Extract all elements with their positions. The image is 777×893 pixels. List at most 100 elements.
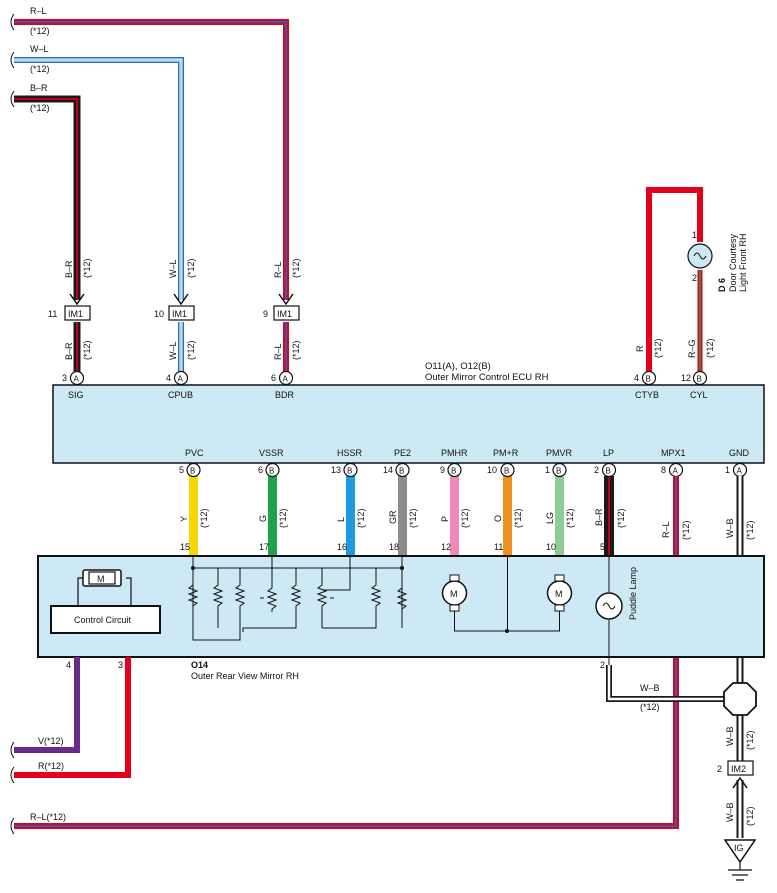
motor-icon: M bbox=[77, 569, 132, 606]
svg-text:(*12): (*12) bbox=[513, 508, 523, 528]
mirror-pin-3: 3 bbox=[118, 660, 123, 670]
mirror-pin-2: 2 bbox=[600, 660, 605, 670]
svg-text:(*12): (*12) bbox=[408, 508, 418, 528]
wire-label-wb: W–B bbox=[725, 802, 735, 822]
wire-note-wl-top: (*12) bbox=[30, 64, 50, 74]
splice-icon bbox=[723, 682, 757, 716]
ecu-wire-labels: Y (*12) G (*12) L (*12) GR (*12) P (*12)… bbox=[179, 508, 755, 540]
wire-label-r: R bbox=[635, 345, 645, 352]
wire-label-rl-bottom: R–L(*12) bbox=[30, 812, 66, 822]
svg-text:M: M bbox=[97, 574, 105, 584]
d6-name-2: Light Front RH bbox=[738, 233, 748, 292]
wire-pink bbox=[450, 476, 459, 556]
svg-text:G: G bbox=[258, 515, 268, 522]
svg-text:A: A bbox=[283, 375, 289, 384]
wire-note: (*12) bbox=[186, 258, 196, 278]
svg-text:IM1: IM1 bbox=[172, 309, 187, 319]
svg-text:A: A bbox=[673, 467, 679, 476]
svg-text:B: B bbox=[697, 375, 702, 384]
wire-orange bbox=[503, 476, 512, 556]
wire-note-br-top: (*12) bbox=[30, 103, 50, 113]
wire-note: (*12) bbox=[291, 340, 301, 360]
svg-text:Y: Y bbox=[179, 516, 189, 522]
ecu-id: O11(A), O12(B) bbox=[425, 361, 491, 372]
wire-label-red: R(*12) bbox=[38, 761, 64, 771]
ecu-name: Outer Mirror Control ECU RH bbox=[425, 372, 549, 383]
svg-text:(*12): (*12) bbox=[745, 520, 755, 540]
wire-note: (*12) bbox=[186, 340, 196, 360]
svg-text:2: 2 bbox=[594, 465, 599, 475]
arrow-icon bbox=[278, 293, 294, 306]
svg-text:5: 5 bbox=[600, 542, 605, 552]
svg-text:B: B bbox=[504, 467, 509, 476]
wire-label-rg: R–G bbox=[687, 339, 697, 358]
svg-text:1: 1 bbox=[545, 465, 550, 475]
wire-label-rl-top: R–L bbox=[30, 6, 47, 16]
mirror-id: O14 bbox=[191, 660, 208, 670]
svg-text:CTYB: CTYB bbox=[635, 390, 659, 400]
mirror-pin-4: 4 bbox=[66, 660, 71, 670]
wire-label-br-lower: B–R bbox=[64, 342, 74, 360]
ecu-top-pin: A 3 SIG bbox=[62, 370, 85, 400]
svg-text:14: 14 bbox=[383, 465, 393, 475]
wire-violet bbox=[14, 657, 80, 753]
connector-im1-9: IM1 9 bbox=[263, 305, 300, 321]
svg-text:IM2: IM2 bbox=[731, 764, 746, 774]
svg-text:BDR: BDR bbox=[275, 390, 295, 400]
motor-icon: M bbox=[546, 574, 573, 612]
svg-text:R–L: R–L bbox=[661, 521, 671, 538]
wire-break-mark bbox=[10, 741, 15, 759]
svg-text:4: 4 bbox=[166, 373, 171, 383]
d6-pin2: 2 bbox=[692, 273, 697, 283]
connector-im1-11: IM1 11 bbox=[48, 305, 91, 321]
puddle-lamp-label: Puddle Lamp bbox=[628, 567, 638, 620]
wire-br-top bbox=[14, 95, 81, 300]
svg-text:M: M bbox=[450, 589, 458, 599]
svg-text:5: 5 bbox=[179, 465, 184, 475]
wire-break-mark bbox=[10, 90, 15, 108]
svg-text:GND: GND bbox=[729, 448, 750, 458]
wire-break-mark bbox=[10, 51, 15, 69]
svg-text:13: 13 bbox=[331, 465, 341, 475]
ecu-top-pin: A 4 CPUB bbox=[166, 370, 193, 400]
wire-red bbox=[14, 657, 131, 778]
motor-icon: M bbox=[441, 574, 468, 612]
wire-note: (*12) bbox=[745, 806, 755, 826]
svg-text:LP: LP bbox=[603, 448, 614, 458]
svg-text:(*12): (*12) bbox=[681, 520, 691, 540]
svg-text:PMVR: PMVR bbox=[546, 448, 573, 458]
connector-im2: IM2 2 bbox=[717, 760, 754, 776]
arrow-icon bbox=[173, 293, 189, 306]
wire-label-rl-upper: R–L bbox=[273, 261, 283, 278]
mirror-pin-numbers: 15 17 16 18 12 11 10 5 bbox=[180, 542, 605, 552]
svg-text:PVC: PVC bbox=[185, 448, 204, 458]
wire-rl-top bbox=[14, 19, 289, 300]
svg-text:SIG: SIG bbox=[68, 390, 84, 400]
svg-text:10: 10 bbox=[154, 309, 164, 319]
wire-note-rl-top: (*12) bbox=[30, 26, 50, 36]
svg-text:11: 11 bbox=[494, 542, 503, 552]
svg-text:(*12): (*12) bbox=[278, 508, 288, 528]
wire-label-wb: W–B bbox=[725, 726, 735, 746]
svg-text:B–R: B–R bbox=[594, 508, 604, 526]
ecu-bottom-pins: B 5 PVC B 6 VSSR B 13 HSSR B 14 PE2 B 9 … bbox=[179, 448, 750, 478]
wire-wl-top bbox=[14, 57, 184, 300]
svg-text:IG: IG bbox=[734, 843, 744, 853]
svg-text:B: B bbox=[606, 467, 611, 476]
wire-note: (*12) bbox=[82, 258, 92, 278]
motor-wiring bbox=[454, 556, 560, 632]
svg-text:A: A bbox=[74, 375, 80, 384]
ecu-box bbox=[52, 384, 765, 464]
wire-note: (*12) bbox=[640, 702, 660, 712]
svg-text:B: B bbox=[451, 467, 456, 476]
svg-text:M: M bbox=[555, 589, 563, 599]
wire-label-wl-top: W–L bbox=[30, 44, 49, 54]
wire-break-mark bbox=[10, 13, 15, 31]
wire-lgreen bbox=[555, 476, 564, 556]
svg-text:(*12): (*12) bbox=[199, 508, 209, 528]
svg-text:W–B: W–B bbox=[725, 518, 735, 538]
svg-text:B: B bbox=[399, 467, 404, 476]
arrow-icon bbox=[732, 776, 748, 789]
svg-text:CYL: CYL bbox=[690, 390, 708, 400]
svg-text:18: 18 bbox=[389, 542, 399, 552]
